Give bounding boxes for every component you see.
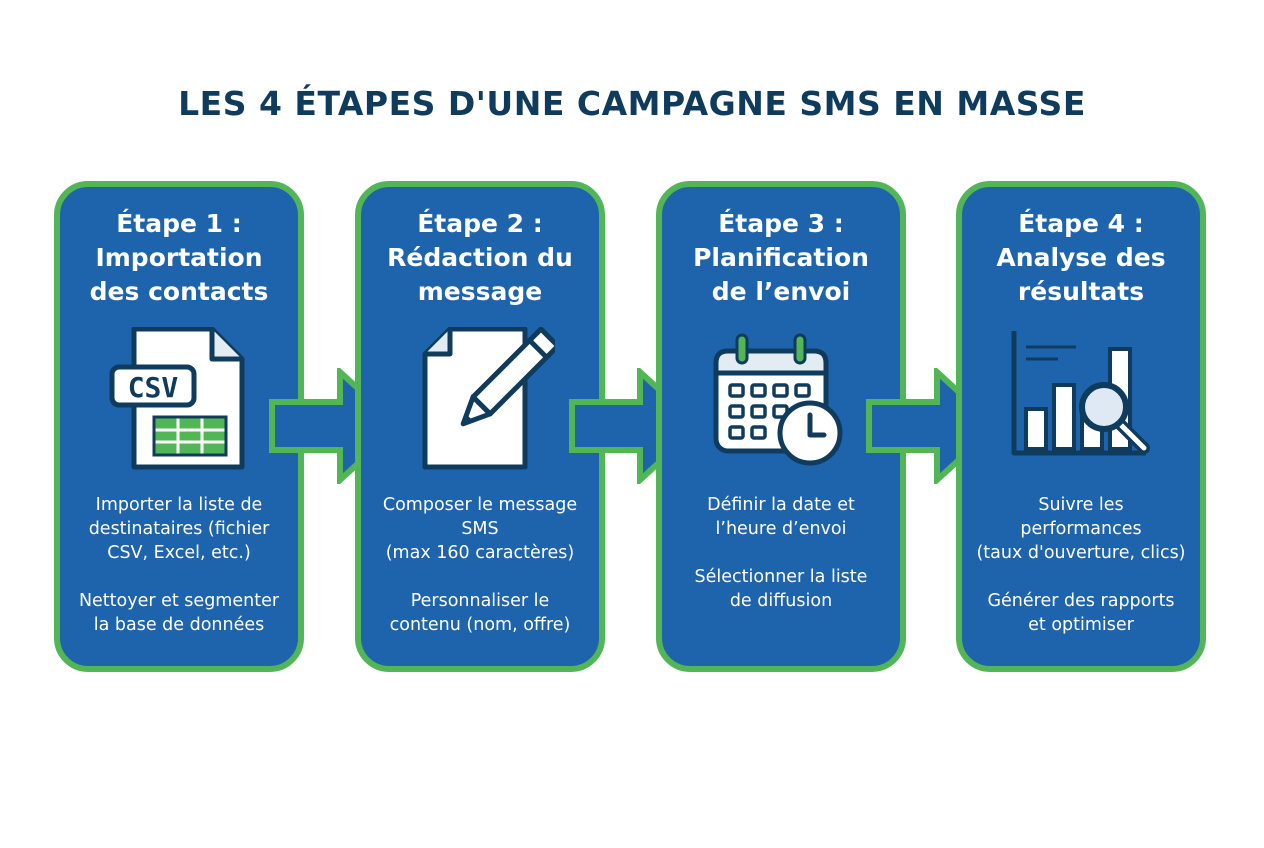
step-number: Étape 2 : bbox=[417, 209, 543, 238]
description-line: (max 160 caractères) bbox=[385, 543, 575, 563]
step-title-line: de l’envoi bbox=[711, 277, 851, 306]
bar-chart-magnifier-icon bbox=[1011, 331, 1150, 456]
step-description-paragraph: Définir la date et l’heure d’envoi bbox=[670, 493, 892, 541]
description-line: l’heure d’envoi bbox=[715, 519, 847, 539]
calendar-clock-icon bbox=[713, 333, 843, 466]
step-number: Étape 4 : bbox=[1018, 209, 1144, 238]
step-description: Composer le message SMS (max 160 caractè… bbox=[369, 493, 591, 661]
diagram-title: LES 4 ÉTAPES D'UNE CAMPAGNE SMS EN MASSE bbox=[178, 84, 1086, 123]
step-description-paragraph: Suivre les performances (taux d'ouvertur… bbox=[970, 493, 1192, 565]
description-line: Générer des rapports bbox=[987, 591, 1175, 611]
step-number: Étape 1 : bbox=[116, 209, 242, 238]
description-line: Importer la liste de bbox=[95, 495, 263, 515]
step-description-paragraph: Sélectionner la liste de diffusion bbox=[670, 565, 892, 613]
step-heading: Étape 4 : Analyse des résultats bbox=[962, 207, 1200, 309]
csv-label: CSV bbox=[128, 371, 179, 404]
description-line: Sélectionner la liste bbox=[694, 567, 868, 587]
description-line: Composer le message bbox=[382, 495, 578, 515]
step-description-paragraph: Personnaliser le contenu (nom, offre) bbox=[369, 589, 591, 637]
description-line: Définir la date et bbox=[707, 495, 855, 515]
description-line: contenu (nom, offre) bbox=[389, 615, 571, 635]
step-title-line: résultats bbox=[1017, 277, 1145, 306]
description-line: (taux d'ouverture, clics) bbox=[976, 543, 1186, 563]
csv-file-icon: CSV bbox=[109, 327, 245, 470]
description-line: destinataires (fichier bbox=[88, 519, 270, 539]
description-line: performances bbox=[1020, 519, 1142, 539]
step-title-line: message bbox=[417, 277, 543, 306]
step-description-paragraph: Importer la liste de destinataires (fich… bbox=[68, 493, 290, 565]
step-card-3: Étape 3 : Planification de l’envoi Défin… bbox=[656, 181, 906, 672]
document-pencil-icon bbox=[422, 327, 555, 470]
description-line: et optimiser bbox=[1028, 615, 1134, 635]
step-card-1: Étape 1 : Importation des contacts CSV I… bbox=[54, 181, 304, 672]
step-heading: Étape 2 : Rédaction du message bbox=[361, 207, 599, 309]
step-card-4: Étape 4 : Analyse des résultats Suivre l… bbox=[956, 181, 1206, 672]
description-line: la base de données bbox=[93, 615, 265, 635]
step-description: Importer la liste de destinataires (fich… bbox=[68, 493, 290, 661]
step-title-line: Rédaction du bbox=[387, 243, 573, 272]
step-heading: Étape 3 : Planification de l’envoi bbox=[662, 207, 900, 309]
step-title-line: Importation bbox=[95, 243, 263, 272]
step-description-paragraph: Composer le message SMS (max 160 caractè… bbox=[369, 493, 591, 565]
step-description: Définir la date et l’heure d’envoi Sélec… bbox=[670, 493, 892, 637]
step-description-paragraph: Générer des rapports et optimiser bbox=[970, 589, 1192, 637]
step-title-line: Analyse des bbox=[996, 243, 1166, 272]
step-description-paragraph: Nettoyer et segmenter la base de données bbox=[68, 589, 290, 637]
description-line: CSV, Excel, etc.) bbox=[107, 543, 251, 563]
step-title-line: des contacts bbox=[89, 277, 269, 306]
description-line: de diffusion bbox=[729, 591, 833, 611]
step-title-line: Planification bbox=[693, 243, 869, 272]
step-heading: Étape 1 : Importation des contacts bbox=[60, 207, 298, 309]
description-line: Suivre les bbox=[1038, 495, 1124, 515]
description-line: Nettoyer et segmenter bbox=[78, 591, 280, 611]
description-line: SMS bbox=[461, 519, 499, 539]
step-description: Suivre les performances (taux d'ouvertur… bbox=[970, 493, 1192, 661]
description-line: Personnaliser le bbox=[410, 591, 550, 611]
step-number: Étape 3 : bbox=[718, 209, 844, 238]
